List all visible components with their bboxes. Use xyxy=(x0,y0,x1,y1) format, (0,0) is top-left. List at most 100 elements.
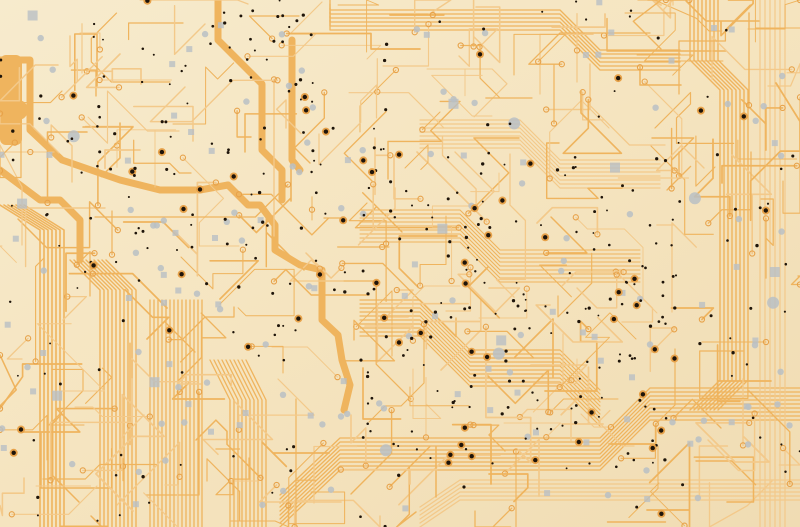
drill-hole xyxy=(271,491,274,494)
via-ring xyxy=(464,328,471,335)
bus-trace xyxy=(359,241,641,283)
drill-hole xyxy=(405,189,408,193)
drill-hole xyxy=(508,122,512,126)
drill-hole xyxy=(311,82,314,84)
drill-hole xyxy=(453,400,456,403)
drill-hole xyxy=(577,319,581,324)
drill-hole xyxy=(656,36,660,40)
drill-hole xyxy=(384,335,388,339)
drill-hole xyxy=(159,149,165,155)
bus-trace xyxy=(359,311,601,403)
via-ring xyxy=(308,206,316,213)
fine-trace xyxy=(164,321,196,363)
drill-hole xyxy=(134,231,138,235)
bus-trace xyxy=(19,204,61,527)
drill-hole xyxy=(314,191,318,195)
fine-trace xyxy=(458,28,499,67)
via-ring xyxy=(641,78,648,85)
fine-trace xyxy=(760,198,774,279)
gray-pad xyxy=(432,313,439,320)
fine-trace xyxy=(513,33,566,76)
gray-pad xyxy=(24,363,31,371)
via-ring xyxy=(535,58,542,65)
fine-trace xyxy=(608,422,657,445)
drill-hole xyxy=(600,396,603,399)
fine-trace xyxy=(650,145,714,235)
via-ring xyxy=(558,61,565,68)
via-ring xyxy=(236,212,243,219)
gray-pad xyxy=(46,151,53,158)
bus-trace xyxy=(419,143,661,185)
gray-pad xyxy=(760,103,767,110)
bus-trace xyxy=(101,259,133,527)
fine-trace xyxy=(85,116,134,127)
gray-pad xyxy=(652,104,659,111)
drill-hole xyxy=(32,439,36,442)
gray-pad xyxy=(231,209,238,216)
gray-pad xyxy=(257,217,264,224)
gray-pad xyxy=(695,436,702,443)
fine-trace xyxy=(472,0,501,64)
drill-hole xyxy=(271,291,275,295)
fine-trace xyxy=(495,153,527,298)
fine-trace xyxy=(339,468,438,485)
fine-trace xyxy=(530,364,588,382)
via-ring xyxy=(465,210,472,217)
via-ring xyxy=(114,226,121,234)
drill-hole xyxy=(755,243,759,248)
via-ring xyxy=(374,88,381,95)
drill-hole xyxy=(251,9,255,13)
gray-pad xyxy=(132,249,140,256)
fine-trace xyxy=(130,357,199,383)
drill-hole xyxy=(613,90,616,93)
drill-hole xyxy=(8,300,12,304)
fine-trace xyxy=(678,4,751,95)
drill-hole xyxy=(226,151,230,154)
drill-hole xyxy=(725,28,728,32)
drill-hole xyxy=(652,407,656,411)
drill-hole xyxy=(664,322,667,325)
gray-pad xyxy=(492,347,505,360)
via-ring xyxy=(796,281,800,288)
bus-trace xyxy=(359,221,641,263)
drill-hole xyxy=(516,304,520,308)
drill-hole xyxy=(272,39,276,43)
drill-hole xyxy=(644,266,647,270)
bus-trace xyxy=(713,0,745,411)
drill-hole xyxy=(467,246,470,249)
drill-hole xyxy=(282,358,286,362)
drill-hole xyxy=(729,337,732,340)
gray-pad xyxy=(157,264,164,272)
gray-pad xyxy=(172,229,179,236)
drill-hole xyxy=(481,162,485,166)
drill-hole xyxy=(145,0,150,3)
drill-hole xyxy=(301,13,305,17)
gray-pad xyxy=(450,96,457,103)
drill-hole xyxy=(463,307,467,311)
drill-hole xyxy=(49,342,52,345)
bus-trace xyxy=(419,483,800,512)
fine-trace xyxy=(431,74,493,117)
drill-hole xyxy=(431,216,434,219)
gray-pad xyxy=(514,389,521,396)
fine-trace xyxy=(95,393,165,512)
drill-hole xyxy=(592,232,595,234)
drill-hole xyxy=(589,410,594,415)
fine-trace xyxy=(413,0,452,33)
via-ring xyxy=(274,77,281,84)
gray-pad xyxy=(337,413,345,420)
bus-trace xyxy=(419,487,800,516)
drill-hole xyxy=(237,285,241,289)
drill-hole xyxy=(521,379,525,383)
fine-trace xyxy=(90,12,171,83)
drill-hole xyxy=(648,324,653,328)
drill-hole xyxy=(372,287,376,291)
drill-hole xyxy=(464,235,469,240)
fine-trace xyxy=(343,110,387,183)
drill-hole xyxy=(11,450,16,455)
drill-hole xyxy=(121,319,125,323)
drill-hole xyxy=(70,137,74,140)
fine-trace xyxy=(133,139,192,174)
drill-hole xyxy=(448,240,452,244)
drill-hole xyxy=(361,158,366,163)
